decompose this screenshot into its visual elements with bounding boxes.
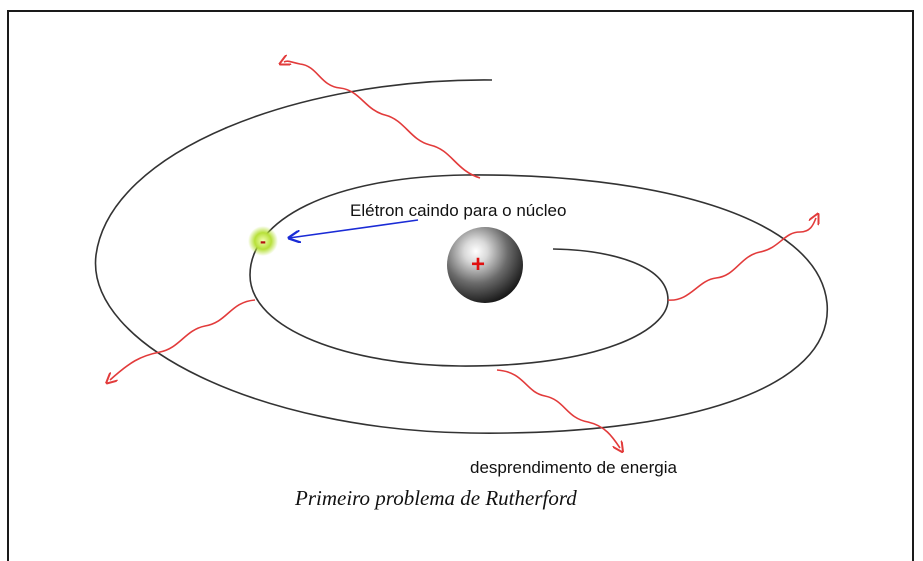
electron [248, 226, 278, 256]
electron-minus-sign: - [260, 231, 266, 251]
electron-falling-label: Elétron caindo para o núcleo [350, 201, 566, 220]
figure-caption: Primeiro problema de Rutherford [294, 486, 577, 510]
radiation-wave-bottom [496, 369, 620, 448]
radiation-wave-left [110, 299, 256, 380]
electron-spiral-orbit [94, 79, 828, 434]
radiation-wave-top [284, 61, 481, 179]
nucleus [447, 227, 523, 303]
radiation-wave-right [667, 218, 816, 301]
frame-border [7, 10, 914, 561]
electron-fall-arrow [289, 219, 419, 238]
energy-release-label: desprendimento de energia [470, 458, 678, 477]
nucleus-plus-sign: + [471, 251, 485, 278]
